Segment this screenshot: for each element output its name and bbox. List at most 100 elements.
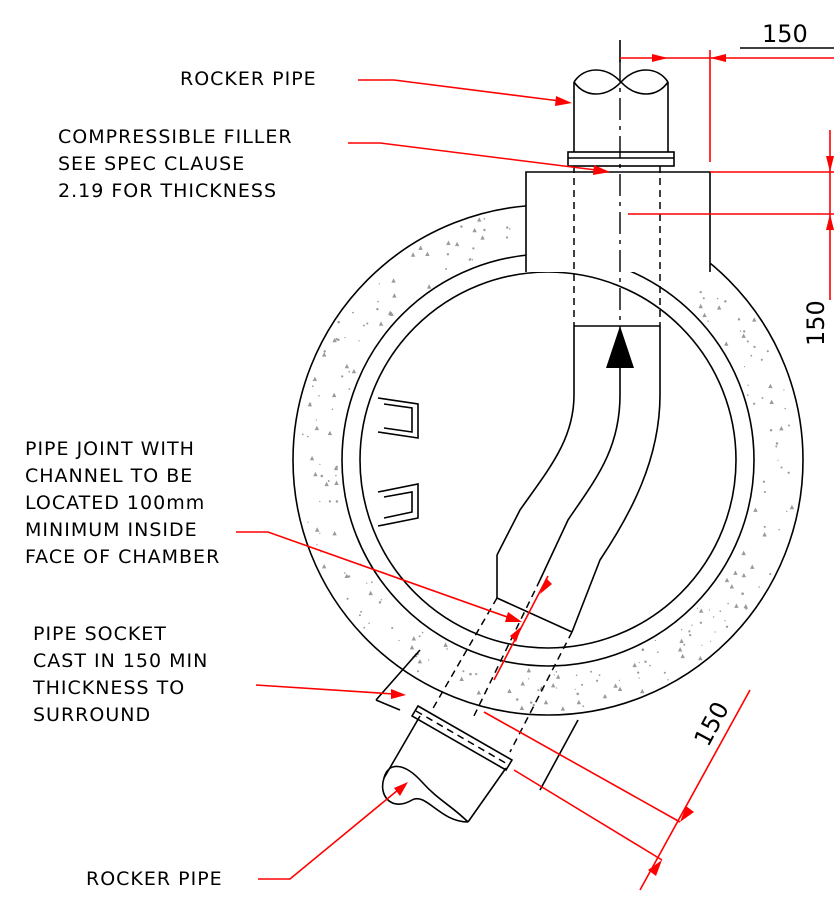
concrete-speck bbox=[714, 631, 716, 633]
concrete-speck bbox=[712, 616, 715, 618]
concrete-speck bbox=[683, 643, 686, 646]
concrete-speck bbox=[688, 633, 692, 637]
concrete-speck bbox=[343, 572, 346, 574]
joint-label-line5: FACE OF CHAMBER bbox=[25, 546, 220, 568]
concrete-speck bbox=[743, 330, 746, 333]
concrete-speck bbox=[316, 544, 318, 546]
concrete-aggregate bbox=[752, 317, 757, 322]
concrete-aggregate bbox=[753, 507, 758, 512]
concrete-speck bbox=[787, 471, 790, 474]
concrete-speck bbox=[376, 307, 379, 311]
concrete-aggregate bbox=[520, 681, 525, 686]
dimension-top-150: 150 bbox=[619, 20, 834, 162]
concrete-speck bbox=[341, 375, 344, 378]
concrete-speck bbox=[555, 687, 558, 689]
concrete-speck bbox=[766, 350, 769, 353]
concrete-speck bbox=[590, 670, 593, 673]
concrete-speck bbox=[637, 671, 640, 674]
concrete-speck bbox=[483, 228, 486, 232]
concrete-aggregate bbox=[324, 481, 329, 487]
concrete-aggregate bbox=[378, 321, 384, 326]
concrete-aggregate bbox=[729, 584, 735, 589]
label-pipe-joint: PIPE JOINT WITH CHANNEL TO BE LOCATED 10… bbox=[25, 438, 522, 622]
concrete-speck bbox=[506, 226, 509, 229]
concrete-aggregate bbox=[724, 577, 730, 583]
concrete-aggregate bbox=[332, 531, 337, 536]
concrete-speck bbox=[328, 500, 332, 503]
concrete-speck bbox=[475, 673, 478, 676]
concrete-aggregate bbox=[321, 352, 327, 357]
concrete-aggregate bbox=[351, 368, 357, 374]
concrete-aggregate bbox=[743, 603, 748, 609]
rocker-pipe-top bbox=[567, 69, 675, 167]
concrete-speck bbox=[739, 330, 742, 332]
concrete-speck bbox=[327, 480, 330, 482]
concrete-speck bbox=[769, 573, 772, 576]
benching-ring bbox=[359, 271, 737, 649]
concrete-speck bbox=[649, 664, 651, 667]
concrete-speck bbox=[724, 620, 726, 622]
dimension-top-text: 150 bbox=[762, 20, 808, 48]
concrete-speck bbox=[446, 253, 450, 256]
concrete-speck bbox=[323, 350, 326, 353]
concrete-aggregate bbox=[734, 603, 739, 608]
concrete-speck bbox=[595, 679, 599, 682]
concrete-aggregate bbox=[321, 563, 327, 569]
concrete-speck bbox=[746, 340, 749, 343]
concrete-speck bbox=[688, 630, 691, 633]
concrete-aggregate bbox=[344, 573, 349, 579]
concrete-aggregate bbox=[602, 693, 608, 699]
concrete-speck bbox=[319, 463, 321, 466]
concrete-aggregate bbox=[331, 392, 337, 398]
concrete-aggregate bbox=[741, 550, 746, 556]
socket-label-line2: CAST IN 150 MIN bbox=[33, 650, 208, 672]
label-compressible-filler: COMPRESSIBLE FILLER SEE SPEC CLAUSE 2.19… bbox=[58, 126, 610, 202]
concrete-speck bbox=[529, 701, 533, 704]
concrete-speck bbox=[753, 402, 756, 405]
label-rocker-pipe-bottom: ROCKER PIPE bbox=[86, 782, 408, 890]
concrete-speck bbox=[358, 340, 360, 342]
concrete-aggregate bbox=[332, 337, 337, 343]
concrete-speck bbox=[598, 674, 601, 677]
concrete-speck bbox=[398, 639, 400, 642]
filler-label-line3: 2.19 FOR THICKNESS bbox=[58, 180, 277, 202]
concrete-speck bbox=[472, 247, 475, 250]
concrete-speck bbox=[378, 283, 380, 285]
concrete-speck bbox=[368, 622, 370, 625]
concrete-aggregate bbox=[640, 688, 645, 694]
concrete-speck bbox=[708, 609, 711, 611]
concrete-speck bbox=[727, 602, 729, 605]
concrete-aggregate bbox=[613, 683, 618, 688]
concrete-speck bbox=[358, 614, 361, 617]
concrete-speck bbox=[750, 354, 753, 357]
concrete-speck bbox=[699, 290, 702, 294]
top-surround-block bbox=[525, 171, 711, 272]
concrete-speck bbox=[352, 311, 354, 314]
dimension-right-150: 150 bbox=[628, 130, 834, 346]
concrete-speck bbox=[462, 670, 465, 673]
concrete-aggregate bbox=[560, 706, 566, 711]
concrete-speck bbox=[370, 581, 373, 584]
concrete-speck bbox=[785, 510, 788, 513]
concrete-speck bbox=[780, 466, 783, 469]
concrete-speck bbox=[460, 225, 463, 228]
concrete-aggregate bbox=[480, 235, 485, 240]
concrete-speck bbox=[318, 395, 320, 397]
concrete-speck bbox=[418, 635, 421, 638]
concrete-aggregate bbox=[741, 572, 747, 578]
concrete-aggregate bbox=[576, 699, 582, 705]
concrete-speck bbox=[366, 322, 369, 325]
concrete-aggregate bbox=[716, 305, 722, 310]
concrete-speck bbox=[741, 592, 744, 595]
concrete-aggregate bbox=[741, 333, 746, 338]
concrete-aggregate bbox=[446, 240, 451, 245]
rocker-pipe-top-label: ROCKER PIPE bbox=[180, 68, 317, 90]
rocker-pipe-bottom bbox=[381, 715, 507, 823]
concrete-aggregate bbox=[387, 310, 393, 315]
concrete-aggregate bbox=[425, 251, 430, 256]
concrete-aggregate bbox=[418, 245, 423, 250]
concrete-aggregate bbox=[327, 430, 333, 436]
concrete-speck bbox=[638, 661, 640, 664]
concrete-speck bbox=[702, 297, 705, 300]
concrete-speck bbox=[471, 259, 474, 261]
